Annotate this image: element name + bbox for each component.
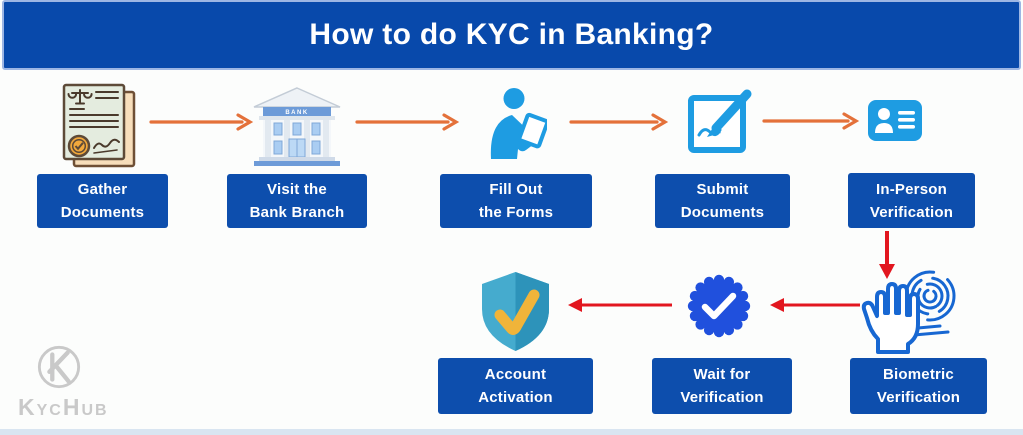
step-label-account-activation: Account Activation (438, 358, 593, 414)
step-label-visit-bank-branch: Visit the Bank Branch (227, 174, 367, 228)
page-title: How to do KYC in Banking? (309, 18, 714, 51)
bank-building-icon: BANK (250, 86, 344, 166)
title-banner: How to do KYC in Banking? (2, 0, 1021, 70)
step-label-fill-out-forms: Fill Out the Forms (440, 174, 592, 228)
step-label-in-person-verification: In-Person Verification (848, 173, 975, 228)
verified-badge-icon (687, 274, 751, 338)
step-label-submit-documents: Submit Documents (655, 174, 790, 228)
step-label-biometric-verification: Biometric Verification (850, 358, 987, 414)
arrow-inperson-to-biometric (876, 230, 898, 280)
legal-document-seal-icon (60, 82, 142, 170)
step-label-wait-for-verification: Wait for Verification (652, 358, 792, 414)
arrow-visit-to-fill (354, 111, 460, 133)
arrow-submit-to-inperson (761, 110, 860, 132)
arrow-biometric-to-wait (768, 294, 862, 316)
arrow-wait-to-account (566, 294, 674, 316)
arrow-gather-to-visit (148, 111, 254, 133)
kychub-logo-text: KycHub (18, 394, 109, 420)
shield-check-icon (478, 270, 553, 354)
step-label-gather-documents: Gather Documents (37, 174, 168, 228)
fingerprint-hand-icon (860, 262, 962, 356)
kychub-logo-icon (36, 344, 82, 390)
person-filling-form-icon (487, 87, 547, 159)
document-signing-icon (687, 85, 759, 157)
arrow-fill-to-submit (568, 111, 669, 133)
bottom-border-strip (0, 429, 1023, 435)
id-card-icon (867, 99, 923, 142)
bank-sign-text: BANK (285, 110, 308, 116)
